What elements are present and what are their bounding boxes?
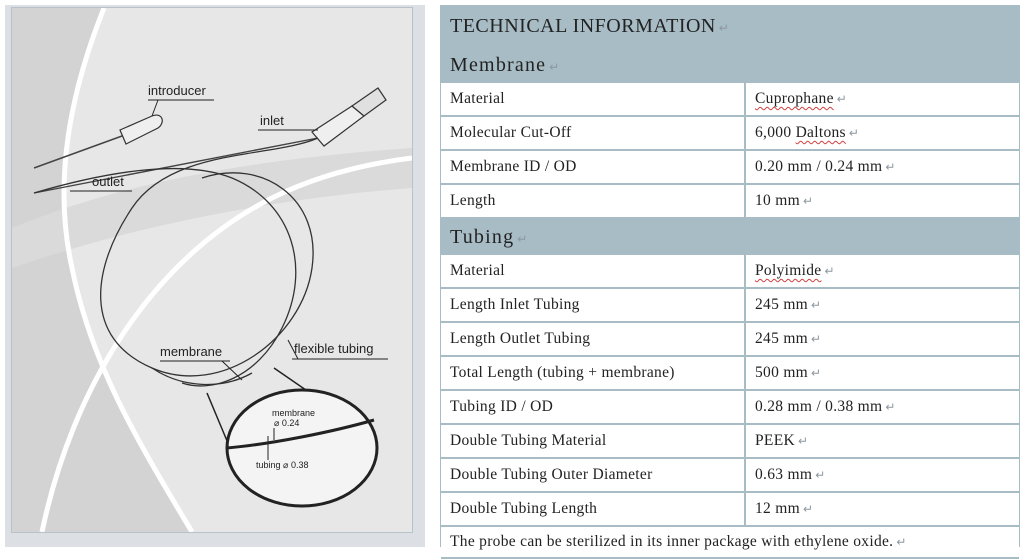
probe-diagram: introducer inlet outlet membrane flexibl… bbox=[12, 8, 412, 532]
detail-label-tubing: tubing ⌀ 0.38 bbox=[256, 460, 308, 470]
detail-tubing bbox=[226, 418, 375, 450]
table-row: Total Length (tubing + membrane) 500 mm↵ bbox=[441, 356, 1019, 391]
spec-key: Membrane ID / OD bbox=[441, 150, 746, 185]
spec-key: Double Tubing Outer Diameter bbox=[441, 458, 746, 493]
table-row: Length 10 mm↵ bbox=[441, 184, 1019, 219]
table-row: Length Outlet Tubing 245 mm↵ bbox=[441, 322, 1019, 357]
background-swoosh-gray bbox=[12, 148, 412, 268]
spec-value: PEEK↵ bbox=[745, 424, 1019, 459]
table-row: Double Tubing Outer Diameter 0.63 mm↵ bbox=[441, 458, 1019, 493]
section-heading-tubing: Tubing↵ bbox=[441, 218, 1019, 255]
table-row: Membrane ID / OD 0.20 mm / 0.24 mm↵ bbox=[441, 150, 1019, 185]
spec-value: 245 mm↵ bbox=[745, 322, 1019, 357]
spec-key: Molecular Cut-Off bbox=[441, 116, 746, 151]
spec-key: Total Length (tubing + membrane) bbox=[441, 356, 746, 391]
spec-key: Double Tubing Length bbox=[441, 492, 746, 527]
spec-value: Polyimide↵ bbox=[745, 255, 1019, 289]
spec-key: Material bbox=[441, 255, 746, 289]
table-title: TECHNICAL INFORMATION bbox=[450, 14, 716, 37]
table-row: Material Cuprophane↵ bbox=[441, 83, 1019, 117]
spec-value: 6,000 Daltons↵ bbox=[745, 116, 1019, 151]
spec-key: Material bbox=[441, 83, 746, 117]
background-curve-line-2 bbox=[61, 8, 195, 532]
label-membrane: membrane bbox=[160, 344, 222, 359]
spec-table: TECHNICAL INFORMATION↵ Membrane↵ Materia… bbox=[441, 5, 1019, 559]
detail-label-membrane: membrane bbox=[272, 408, 315, 418]
detail-label-membrane-od: ⌀ 0.24 bbox=[274, 418, 299, 428]
sterilization-note: The probe can be sterilized in its inner… bbox=[450, 533, 894, 550]
label-flexible-tubing: flexible tubing bbox=[294, 341, 374, 356]
table-row: Material Polyimide↵ bbox=[441, 255, 1019, 289]
label-outlet: outlet bbox=[92, 174, 124, 189]
sterilization-note-row: The probe can be sterilized in its inner… bbox=[441, 526, 1019, 559]
spec-value: 500 mm↵ bbox=[745, 356, 1019, 391]
spec-key: Tubing ID / OD bbox=[441, 390, 746, 425]
background-curve-line bbox=[39, 155, 412, 532]
table-row: Double Tubing Material PEEK↵ bbox=[441, 424, 1019, 459]
spec-key: Length Inlet Tubing bbox=[441, 288, 746, 323]
spec-key: Length bbox=[441, 184, 746, 219]
spec-value: 0.20 mm / 0.24 mm↵ bbox=[745, 150, 1019, 185]
label-introducer: introducer bbox=[148, 83, 206, 98]
introducer-needle bbox=[33, 114, 163, 169]
spec-value: 0.63 mm↵ bbox=[745, 458, 1019, 493]
spec-value: 12 mm↵ bbox=[745, 492, 1019, 527]
table-row: Double Tubing Length 12 mm↵ bbox=[441, 492, 1019, 527]
spec-key: Double Tubing Material bbox=[441, 424, 746, 459]
table-row: Length Inlet Tubing 245 mm↵ bbox=[441, 288, 1019, 323]
tubing-loop-lower bbox=[151, 367, 253, 386]
table-title-row: TECHNICAL INFORMATION↵ bbox=[441, 5, 1019, 47]
spec-value: 10 mm↵ bbox=[745, 184, 1019, 219]
table-row: Tubing ID / OD 0.28 mm / 0.38 mm↵ bbox=[441, 390, 1019, 425]
technical-information-table: TECHNICAL INFORMATION↵ Membrane↵ Materia… bbox=[440, 5, 1020, 559]
probe-illustration-panel: introducer inlet outlet membrane flexibl… bbox=[5, 5, 425, 547]
paragraph-mark: ↵ bbox=[718, 20, 730, 35]
probe-illustration: introducer inlet outlet membrane flexibl… bbox=[11, 7, 413, 533]
section-heading-membrane: Membrane↵ bbox=[441, 47, 1019, 83]
spec-key: Length Outlet Tubing bbox=[441, 322, 746, 357]
table-row: Molecular Cut-Off 6,000 Daltons↵ bbox=[441, 116, 1019, 151]
spec-value: 0.28 mm / 0.38 mm↵ bbox=[745, 390, 1019, 425]
inlet-connector bbox=[33, 87, 387, 194]
spec-value: 245 mm↵ bbox=[745, 288, 1019, 323]
tubing-loop-inner bbox=[33, 167, 297, 387]
spec-value: Cuprophane↵ bbox=[745, 83, 1019, 117]
label-inlet: inlet bbox=[260, 113, 284, 128]
